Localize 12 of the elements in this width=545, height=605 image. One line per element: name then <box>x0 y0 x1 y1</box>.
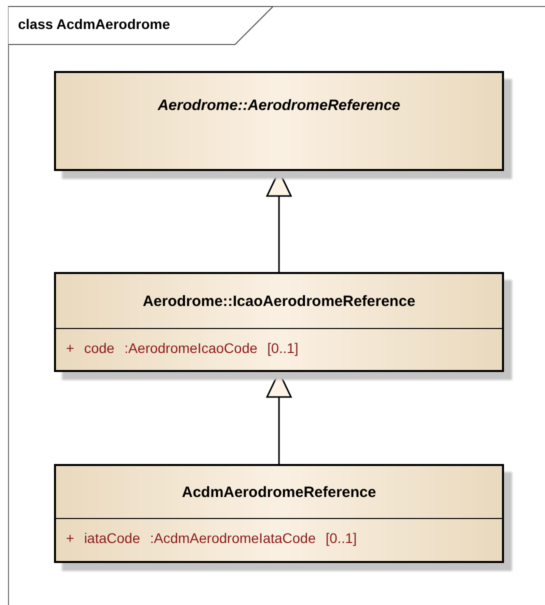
class-box <box>54 272 504 372</box>
attribute-text: + code :AerodromeIcaoCode [0..1] <box>66 340 298 356</box>
class-name: AcdmAerodromeReference <box>182 484 376 500</box>
class-box <box>54 464 504 563</box>
class-name: Aerodrome::IcaoAerodromeReference <box>142 292 416 310</box>
class-box <box>54 71 504 171</box>
frame-label: class AcdmAerodrome <box>18 16 170 32</box>
generalization-arrow <box>266 371 292 464</box>
diagram-frame <box>8 6 545 605</box>
class-name: Aerodrome::AerodromeReference <box>158 97 400 114</box>
generalization-arrow <box>266 170 292 272</box>
attribute-text: + iataCode :AcdmAerodromeIataCode [0..1] <box>66 530 357 546</box>
